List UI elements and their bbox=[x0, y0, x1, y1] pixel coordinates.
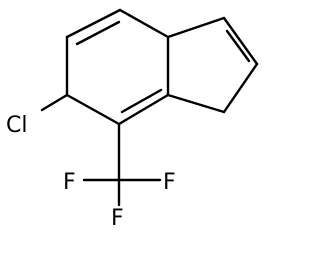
fluorine-label-bottom: F bbox=[111, 206, 124, 231]
bond-c1-c2-inner bbox=[75, 20, 121, 46]
bond-c7-c8-inner bbox=[225, 29, 251, 63]
bond-c4-c5-inner bbox=[120, 88, 163, 114]
bonds bbox=[40, 8, 259, 207]
fluorine-label-left: F bbox=[63, 170, 76, 195]
molecule-drawing: Cl F F F bbox=[6, 8, 259, 231]
bond-c9-c5 bbox=[166, 93, 226, 114]
bond-c8-c9 bbox=[222, 62, 259, 114]
fluorine-label-right: F bbox=[163, 170, 176, 195]
chlorine-label: Cl bbox=[6, 113, 27, 138]
atom-labels: Cl F F F bbox=[6, 113, 176, 231]
bond-c6-c1 bbox=[118, 8, 170, 39]
bond-c7-c8 bbox=[222, 16, 259, 66]
bond-c3-c4 bbox=[65, 93, 121, 126]
bond-c4-c5 bbox=[117, 93, 170, 126]
bond-c6-c7 bbox=[166, 16, 226, 39]
structure-canvas: Cl F F F bbox=[6, 8, 259, 231]
bond-c1-c2 bbox=[65, 8, 122, 39]
bond-c3-cl bbox=[40, 93, 69, 112]
